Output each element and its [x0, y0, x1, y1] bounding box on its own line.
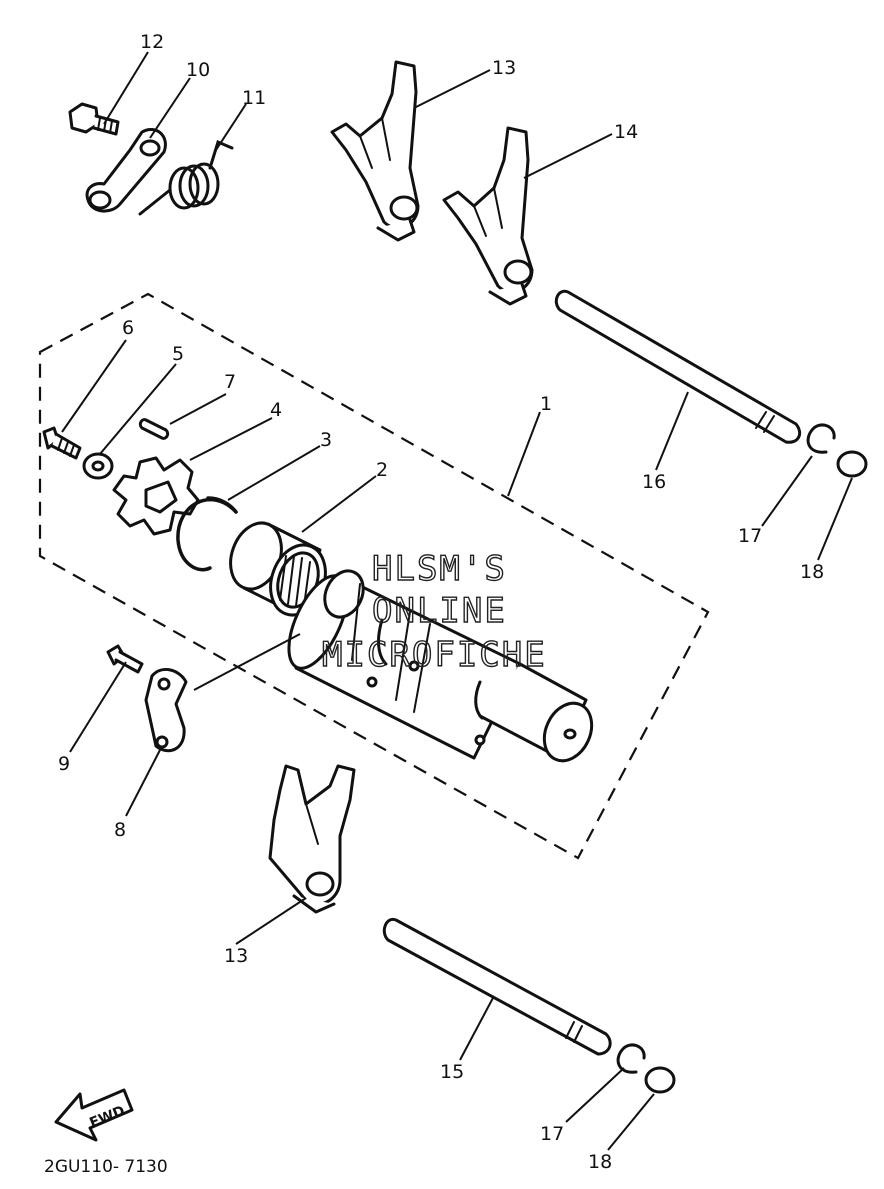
callout-6: 6: [122, 317, 134, 339]
dowel-pin-7: [138, 418, 170, 440]
plate-8: [144, 667, 188, 752]
segment-4: [112, 456, 200, 536]
callout-1: 1: [540, 393, 552, 415]
cap-18-lower: [644, 1066, 676, 1094]
cap-18-upper: [836, 450, 868, 478]
diagram-code: 2GU110- 7130: [44, 1157, 168, 1177]
callout-17-upper: 17: [738, 525, 762, 547]
shift-drum: [287, 569, 594, 763]
callout-4: 4: [270, 399, 282, 421]
leader-lines: [61, 51, 853, 1151]
circlip-17-lower: [616, 1043, 646, 1074]
watermark-line-2: ONLINE: [372, 591, 507, 631]
circlip-17-upper: [806, 423, 836, 454]
callout-18-upper: 18: [800, 561, 824, 583]
callout-18-lower: 18: [588, 1151, 612, 1173]
stopper-lever-10: [85, 128, 167, 213]
callout-13-lower: 13: [224, 945, 248, 967]
shift-fork-13-upper: [330, 60, 420, 242]
watermark-line-1: HLSM'S: [372, 549, 507, 589]
callout-9: 9: [58, 753, 70, 775]
watermark-line-3: MICROFICHE: [322, 635, 547, 675]
fwd-arrow-icon: FWD: [54, 1088, 134, 1142]
callout-10: 10: [186, 59, 210, 81]
circlip-3: [176, 496, 238, 572]
shift-fork-13-lower: [268, 764, 356, 914]
assembly-boundary: [38, 292, 710, 860]
guide-bar-16: [554, 289, 802, 444]
washer-5: [82, 452, 114, 480]
callout-2: 2: [376, 459, 388, 481]
torsion-spring-11: [138, 139, 234, 216]
screw-6: [42, 426, 82, 460]
callout-17-lower: 17: [540, 1123, 564, 1145]
callout-13-upper: 13: [492, 57, 516, 79]
callout-7: 7: [224, 371, 236, 393]
callout-14: 14: [614, 121, 638, 143]
watermark: HLSM'S ONLINE MICROFICHE: [321, 548, 547, 675]
guide-bar-15: [382, 917, 612, 1056]
callout-12: 12: [140, 31, 164, 53]
callout-15: 15: [440, 1061, 464, 1083]
shift-fork-14: [442, 126, 534, 306]
screw-9: [106, 644, 144, 674]
bolt-12: [68, 102, 120, 136]
callout-3: 3: [320, 429, 332, 451]
callout-labels: 12 10 11 13 14 1 16 6 5 7 4 3 2 17 18 9 …: [58, 31, 824, 1173]
callout-8: 8: [114, 819, 126, 841]
callout-16: 16: [642, 471, 666, 493]
callout-11: 11: [242, 87, 266, 109]
callout-5: 5: [172, 343, 184, 365]
